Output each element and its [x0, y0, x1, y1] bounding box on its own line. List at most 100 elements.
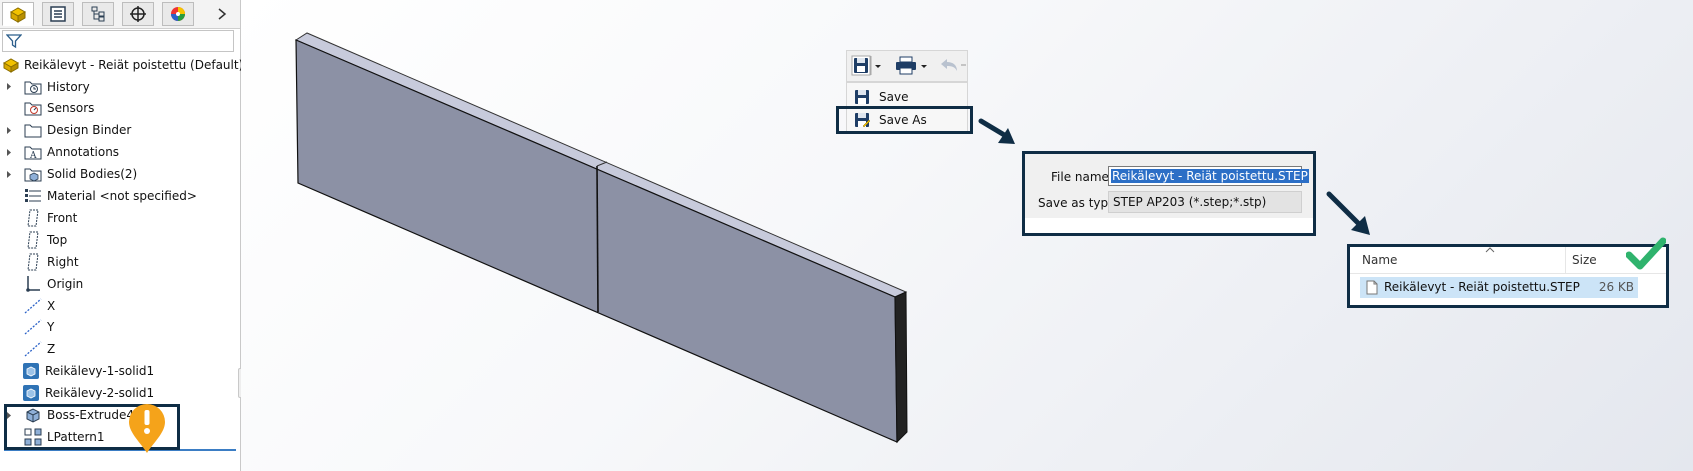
column-size-header[interactable]: Size: [1572, 253, 1597, 267]
plane-icon: [24, 231, 42, 249]
file-row-name: Reikälevyt - Reiät poistettu.STEP: [1384, 280, 1580, 294]
property-manager-tab[interactable]: [42, 2, 74, 26]
crosshair-icon: [130, 6, 146, 22]
color-wheel-icon: [171, 7, 185, 21]
file-name-value: Reikälevyt - Reiät poistettu.STEP: [1111, 169, 1309, 183]
tree-item-label: Annotations: [47, 145, 120, 160]
sort-caret-icon: [1485, 247, 1495, 253]
tree-item-label: Solid Bodies(2): [47, 167, 138, 182]
save-icon[interactable]: [851, 55, 891, 77]
print-icon[interactable]: [895, 56, 931, 76]
save-as-type-select[interactable]: STEP AP203 (*.step;*.stp): [1108, 191, 1302, 213]
display-manager-tab[interactable]: [162, 2, 194, 26]
tree-item[interactable]: Material <not specified>: [0, 186, 240, 207]
menu-item-save-as[interactable]: Save As: [853, 109, 927, 131]
tree-item[interactable]: Reikälevy-2-solid1: [0, 383, 240, 404]
tree-item-label: Y: [47, 320, 55, 335]
tree-item-label: Top: [47, 232, 68, 247]
filter-icon: [6, 34, 22, 49]
menu-item-save-as-label: Save As: [879, 113, 927, 127]
dimxpert-tab[interactable]: [122, 2, 154, 26]
plane-icon: [24, 253, 42, 271]
tree-item[interactable]: Z: [0, 339, 240, 360]
tree-root-part[interactable]: Reikälevyt - Reiät poistettu (Default) <…: [0, 54, 276, 75]
plane-icon: [24, 209, 42, 227]
tree-item-label: LPattern1: [47, 429, 105, 444]
panel-tab-bar: [0, 0, 240, 29]
tree-item[interactable]: Origin: [0, 273, 240, 294]
tree-item-label: Design Binder: [47, 123, 132, 138]
tree-item[interactable]: Top: [0, 229, 240, 250]
solid-bodies-folder-icon: [24, 165, 42, 183]
step-arrow-icon: [978, 118, 1015, 144]
feature-filter-input[interactable]: [2, 30, 234, 52]
tree-item-label: Front: [47, 210, 78, 225]
tree-item[interactable]: Right: [0, 251, 240, 272]
feature-manager-tab[interactable]: [2, 2, 34, 26]
design-binder-folder-icon: [24, 121, 42, 139]
linear-pattern-icon: [24, 428, 42, 446]
tree-item[interactable]: X: [0, 295, 240, 316]
tree-item[interactable]: A Annotations: [0, 142, 240, 163]
file-row-selected[interactable]: Reikälevyt - Reiät poistettu.STEP 26 KB: [1360, 277, 1638, 298]
tree-item[interactable]: Solid Bodies(2): [0, 164, 240, 185]
tree-item[interactable]: Reikälevy-1-solid1: [0, 361, 240, 382]
property-manager-icon: [50, 6, 66, 22]
imported-solid-icon: [22, 384, 40, 402]
imported-solid-icon: [22, 362, 40, 380]
menu-item-save[interactable]: Save: [853, 86, 908, 108]
tree-item[interactable]: History: [0, 76, 240, 97]
file-name-label: File name:: [1051, 170, 1113, 184]
column-name-header[interactable]: Name: [1362, 253, 1398, 267]
tree-item[interactable]: LPattern1: [0, 426, 240, 447]
configuration-manager-tab[interactable]: [82, 2, 114, 26]
success-check-icon: [1626, 237, 1666, 270]
plate-front-face: [295, 39, 898, 443]
warning-badge-icon: [129, 404, 165, 453]
material-icon: [24, 187, 42, 205]
save-as-dialog-snippet: File name: Reikälevyt - Reiät poistettu.…: [1022, 151, 1316, 236]
tree-item-label: Z: [47, 342, 56, 357]
tree-root-label: Reikälevyt - Reiät poistettu (Default) <…: [24, 57, 277, 72]
expand-arrow-icon[interactable]: [5, 76, 13, 97]
body-seam-line: [596, 165, 599, 313]
expand-arrow-icon[interactable]: [5, 120, 13, 141]
tree-item-label: Reikälevy-2-solid1: [45, 386, 155, 401]
file-icon: [1366, 280, 1378, 295]
highlight-box-save-as: [836, 106, 973, 134]
file-list-header: Name Size: [1350, 247, 1666, 274]
tree-item[interactable]: Front: [0, 207, 240, 228]
file-name-input[interactable]: Reikälevyt - Reiät poistettu.STEP: [1108, 166, 1309, 186]
step-arrow-icon-2: [1326, 191, 1370, 235]
tree-item-label: Right: [47, 254, 79, 269]
tree-item-label: X: [47, 298, 56, 313]
boss-extrude-icon: [24, 406, 42, 424]
sensors-folder-icon: [24, 99, 42, 117]
tree-item-label: History: [47, 79, 90, 94]
expand-arrow-icon[interactable]: [5, 405, 13, 426]
expand-arrow-icon[interactable]: [5, 164, 13, 185]
tree-item[interactable]: Boss-Extrude4: [0, 405, 240, 426]
tree-item[interactable]: Design Binder: [0, 120, 240, 141]
menu-item-save-label: Save: [879, 90, 909, 104]
tree-item[interactable]: Y: [0, 317, 240, 338]
tree-item[interactable]: Sensors: [0, 98, 240, 119]
save-as-type-label: Save as type:: [1038, 196, 1120, 210]
tree-item-label: Boss-Extrude4: [47, 408, 134, 422]
tree-item-label: Material <not specified>: [47, 189, 197, 203]
feature-manager-panel: Reikälevyt - Reiät poistettu (Default) <…: [0, 0, 276, 471]
annotations-folder-icon: A: [24, 143, 42, 161]
plate-end-face: [894, 291, 908, 444]
highlight-box-features: [4, 404, 180, 450]
more-tabs-chevron-icon[interactable]: [212, 2, 232, 26]
axis-icon: [24, 318, 42, 336]
undo-icon[interactable]: [937, 56, 967, 76]
save-as-type-value: STEP AP203 (*.step;*.stp): [1113, 195, 1267, 209]
standard-toolbar-snippet: [846, 50, 968, 82]
rollback-bar[interactable]: [4, 449, 236, 451]
expand-arrow-icon[interactable]: [5, 142, 13, 163]
save-icon: [853, 88, 871, 106]
file-row-size: 26 KB: [1598, 280, 1634, 294]
tree-item-label: Origin: [47, 276, 84, 291]
